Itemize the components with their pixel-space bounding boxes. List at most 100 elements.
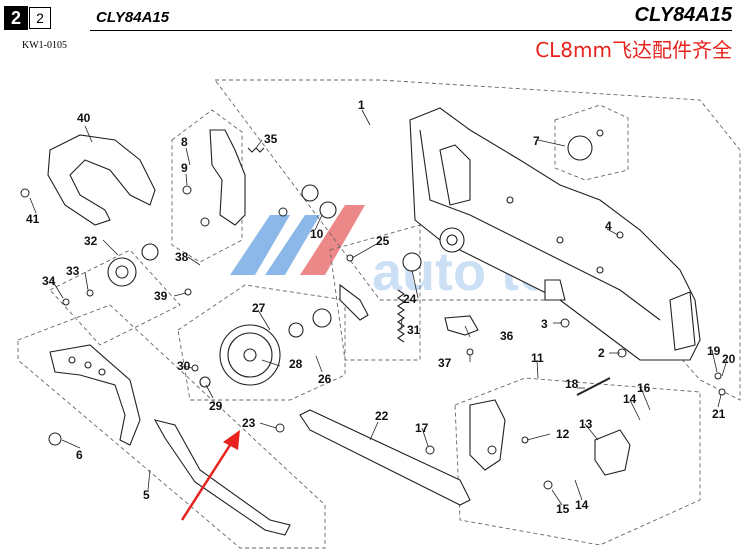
callout-38: 38 [175, 250, 189, 264]
screw-4 [616, 231, 624, 239]
page-number-plain: 2 [29, 7, 51, 29]
callout-23: 23 [242, 416, 256, 430]
frame-end-tab [669, 291, 696, 351]
callout-9: 9 [181, 161, 188, 175]
page-number-box: 2 [4, 6, 28, 30]
screw-39 [184, 288, 192, 296]
leader-26 [315, 355, 323, 373]
pin-3 [560, 318, 570, 328]
bushing-10b [319, 201, 337, 219]
callout-7: 7 [533, 134, 540, 148]
leader-36 [464, 325, 471, 338]
leader-15 [551, 489, 563, 506]
screw-25 [346, 254, 354, 262]
leader-7 [537, 139, 566, 147]
leader-39 [173, 292, 187, 297]
callout-32: 32 [84, 234, 98, 248]
screw-10 [278, 207, 288, 217]
callout-36: 36 [500, 329, 514, 343]
callout-15: 15 [556, 502, 570, 516]
ratchet-24 [402, 252, 422, 272]
screw-34 [62, 298, 70, 306]
header-rule [90, 30, 732, 31]
bracket-13 [594, 429, 631, 476]
leader-12 [526, 433, 551, 441]
leader-17 [421, 427, 429, 447]
callout-34: 34 [42, 274, 56, 288]
collar-26 [312, 308, 332, 328]
callout-18: 18 [565, 377, 579, 391]
leader-20 [721, 359, 728, 377]
leader-11 [536, 359, 539, 379]
leader-6 [61, 439, 81, 449]
outline-gear-group [177, 284, 346, 401]
callout-3: 3 [541, 317, 548, 331]
bracket-8 [209, 129, 246, 226]
callout-14a: 14 [623, 392, 637, 406]
lever-hole-3 [98, 368, 106, 376]
leader-16 [640, 387, 651, 411]
frame-hole-1 [506, 196, 514, 204]
model-code-left: CLY84A15 [96, 9, 170, 26]
leader-25 [351, 241, 381, 259]
screw-7 [596, 129, 604, 137]
bushing-32 [141, 243, 159, 261]
callout-27: 27 [252, 301, 266, 315]
lever-hole-2 [84, 361, 92, 369]
leader-28 [261, 359, 281, 367]
callout-labels: 1 2 3 4 5 6 7 8 9 10 11 12 13 14 14 15 1… [26, 98, 736, 516]
callout-26: 26 [318, 372, 332, 386]
callout-2: 2 [598, 346, 605, 360]
callout-11: 11 [531, 351, 544, 365]
callout-14b: 14 [575, 498, 589, 512]
leader-21 [717, 394, 722, 408]
spring-35 [247, 147, 265, 153]
bushing-10a [301, 184, 319, 202]
knob-6 [48, 432, 62, 446]
leader-32 [102, 239, 119, 256]
watermark-text: CL8mm飞达配件齐全 [535, 38, 732, 62]
plate-11 [469, 399, 506, 471]
leader-10 [314, 214, 323, 231]
leader-4 [606, 228, 619, 236]
lever-plate-body [49, 344, 141, 446]
callout-6: 6 [76, 448, 83, 462]
outline-bottom-right-group [454, 377, 701, 546]
washer-29 [199, 376, 211, 388]
group-outlines [17, 79, 741, 549]
leader-14b [574, 479, 583, 501]
plate-36 [444, 315, 479, 336]
outline-bracket-group [171, 109, 243, 263]
callout-29: 29 [209, 399, 223, 413]
leader-41 [29, 197, 37, 214]
lever-hole-1 [68, 356, 76, 364]
leader-23 [259, 422, 277, 429]
screw-37 [466, 348, 474, 356]
callout-22: 22 [375, 409, 389, 423]
leader-24 [411, 269, 419, 299]
screw-17 [425, 445, 435, 455]
leader-34 [51, 279, 64, 299]
callout-21: 21 [712, 407, 726, 421]
callout-37: 37 [438, 356, 452, 370]
leader-38 [187, 256, 201, 266]
outline-lever-group [17, 304, 326, 549]
callout-33: 33 [66, 264, 80, 278]
pulley-7 [567, 135, 593, 161]
washer-27 [288, 322, 304, 338]
red-arrow-shaft [180, 441, 234, 521]
washer-33 [86, 289, 94, 297]
leader-22 [369, 421, 379, 441]
leader-lines [29, 109, 728, 506]
frame-hole-2 [556, 236, 564, 244]
callout-5: 5 [143, 488, 150, 502]
screw-23 [275, 423, 285, 433]
callout-10: 10 [310, 227, 324, 241]
leader-33 [84, 271, 89, 291]
screw-41 [20, 188, 30, 198]
callout-16: 16 [637, 381, 651, 395]
gear-large-center [243, 348, 257, 362]
plate-11-hole [487, 445, 497, 455]
callout-4: 4 [605, 219, 612, 233]
